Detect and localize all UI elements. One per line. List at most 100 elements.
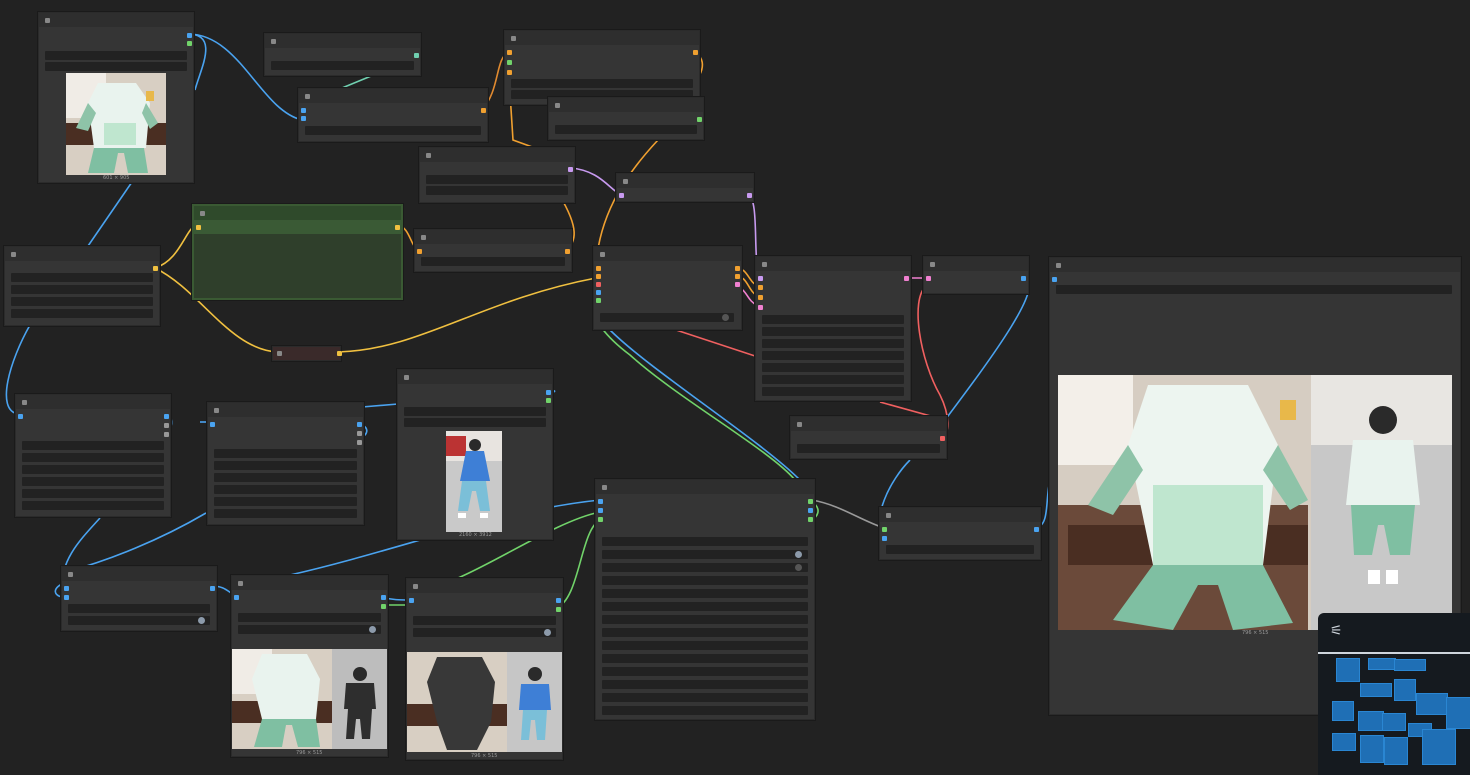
output-port[interactable]: [747, 193, 752, 198]
setting-widget[interactable]: [22, 489, 164, 498]
collapse-dot-icon[interactable]: [277, 351, 282, 356]
input-port[interactable]: [596, 274, 601, 279]
image-resize-node-2[interactable]: [207, 402, 364, 525]
input-port[interactable]: [758, 295, 763, 300]
mask-output-port[interactable]: [546, 398, 551, 403]
scheduler-widget[interactable]: [762, 375, 904, 384]
collapse-dot-icon[interactable]: [930, 262, 935, 267]
collapse-dot-icon[interactable]: [421, 235, 426, 240]
model-input-port[interactable]: [596, 266, 601, 271]
lora-name-widget[interactable]: [555, 125, 697, 134]
model-output-port[interactable]: [693, 50, 698, 55]
setting-widget[interactable]: [22, 501, 164, 510]
upload-button[interactable]: [404, 418, 546, 427]
collapse-dot-icon[interactable]: [797, 422, 802, 427]
image-output-port[interactable]: [357, 422, 362, 427]
composite-node-b[interactable]: 796 × 515: [406, 578, 563, 760]
image-resize-node[interactable]: [15, 394, 171, 517]
setting-widget[interactable]: [22, 441, 164, 450]
input-port[interactable]: [758, 276, 763, 281]
image-input-port[interactable]: [598, 508, 603, 513]
setting-widget[interactable]: [11, 285, 153, 294]
setting-widget[interactable]: [602, 537, 808, 546]
setting-widget[interactable]: [305, 126, 481, 135]
input-port[interactable]: [409, 598, 414, 603]
output-port[interactable]: [697, 117, 702, 122]
text-widget[interactable]: [426, 175, 568, 184]
setting-widget[interactable]: [602, 654, 808, 663]
output-port[interactable]: [735, 266, 740, 271]
setting-widget[interactable]: [602, 589, 808, 598]
setting-widget[interactable]: [421, 257, 565, 266]
collapse-dot-icon[interactable]: [426, 153, 431, 158]
toggle-knob[interactable]: [795, 564, 802, 571]
collapse-dot-icon[interactable]: [602, 485, 607, 490]
output-port[interactable]: [556, 598, 561, 603]
setting-widget[interactable]: [214, 473, 357, 482]
output-port[interactable]: [210, 586, 215, 591]
input-port[interactable]: [619, 193, 624, 198]
input-port[interactable]: [507, 60, 512, 65]
setting-widget[interactable]: [22, 453, 164, 462]
text-widget[interactable]: [426, 186, 568, 195]
image-input-port[interactable]: [210, 422, 215, 427]
filename-prefix-widget[interactable]: [1056, 285, 1452, 294]
input-port[interactable]: [234, 595, 239, 600]
setting-widget[interactable]: [214, 485, 357, 494]
collapse-dot-icon[interactable]: [271, 39, 276, 44]
model-input-port[interactable]: [507, 50, 512, 55]
collapse-dot-icon[interactable]: [11, 252, 16, 257]
vae-loader-node[interactable]: [790, 416, 947, 459]
output-port[interactable]: [153, 266, 158, 271]
setting-widget[interactable]: [214, 497, 357, 506]
setting-widget[interactable]: [511, 79, 693, 88]
setting-widget[interactable]: [602, 550, 808, 559]
output-port[interactable]: [164, 432, 169, 437]
input-port[interactable]: [882, 536, 887, 541]
setting-widget[interactable]: [886, 545, 1034, 554]
collapse-dot-icon[interactable]: [762, 262, 767, 267]
prompt-node[interactable]: [4, 246, 160, 326]
collapse-dot-icon[interactable]: [511, 36, 516, 41]
model-name-widget[interactable]: [271, 61, 414, 70]
collapse-dot-icon[interactable]: [238, 581, 243, 586]
setting-widget[interactable]: [214, 461, 357, 470]
collapse-dot-icon[interactable]: [623, 179, 628, 184]
collapse-dot-icon[interactable]: [404, 375, 409, 380]
mask-input-port[interactable]: [596, 298, 601, 303]
input-port[interactable]: [301, 116, 306, 121]
collapse-dot-icon[interactable]: [305, 94, 310, 99]
composite-node-a[interactable]: 796 × 515: [231, 575, 388, 757]
setting-widget[interactable]: [602, 667, 808, 676]
upload-button[interactable]: [45, 62, 187, 71]
setting-widget[interactable]: [602, 563, 808, 572]
load-image-node-1[interactable]: 601 × 905: [38, 12, 194, 183]
image-stitch-node[interactable]: [879, 507, 1041, 560]
mask-node[interactable]: [61, 566, 217, 631]
toggle-knob[interactable]: [544, 629, 551, 636]
cfg-widget[interactable]: [762, 351, 904, 360]
load-image-node-2[interactable]: 2160 × 3912: [397, 369, 553, 540]
output-port[interactable]: [381, 604, 386, 609]
clip-vision-loader-node[interactable]: [264, 33, 421, 76]
vae-output-port[interactable]: [940, 436, 945, 441]
image-output-port[interactable]: [1034, 527, 1039, 532]
input-port[interactable]: [882, 527, 887, 532]
input-port[interactable]: [64, 586, 69, 591]
ksampler-node[interactable]: [755, 256, 911, 401]
collapse-dot-icon[interactable]: [214, 408, 219, 413]
output-port[interactable]: [735, 282, 740, 287]
denoise-widget[interactable]: [762, 387, 904, 396]
model-loader-node[interactable]: [504, 30, 700, 105]
inpaint-node[interactable]: [595, 479, 815, 720]
samples-input-port[interactable]: [926, 276, 931, 281]
collapse-dot-icon[interactable]: [200, 211, 205, 216]
image-select-widget[interactable]: [404, 407, 546, 416]
output-port[interactable]: [808, 499, 813, 504]
output-port[interactable]: [556, 607, 561, 612]
input-port[interactable]: [758, 305, 763, 310]
image-output-port[interactable]: [1021, 276, 1026, 281]
sampler-node[interactable]: [593, 246, 742, 330]
setting-widget[interactable]: [602, 680, 808, 689]
lora-loader-node[interactable]: [548, 97, 704, 140]
